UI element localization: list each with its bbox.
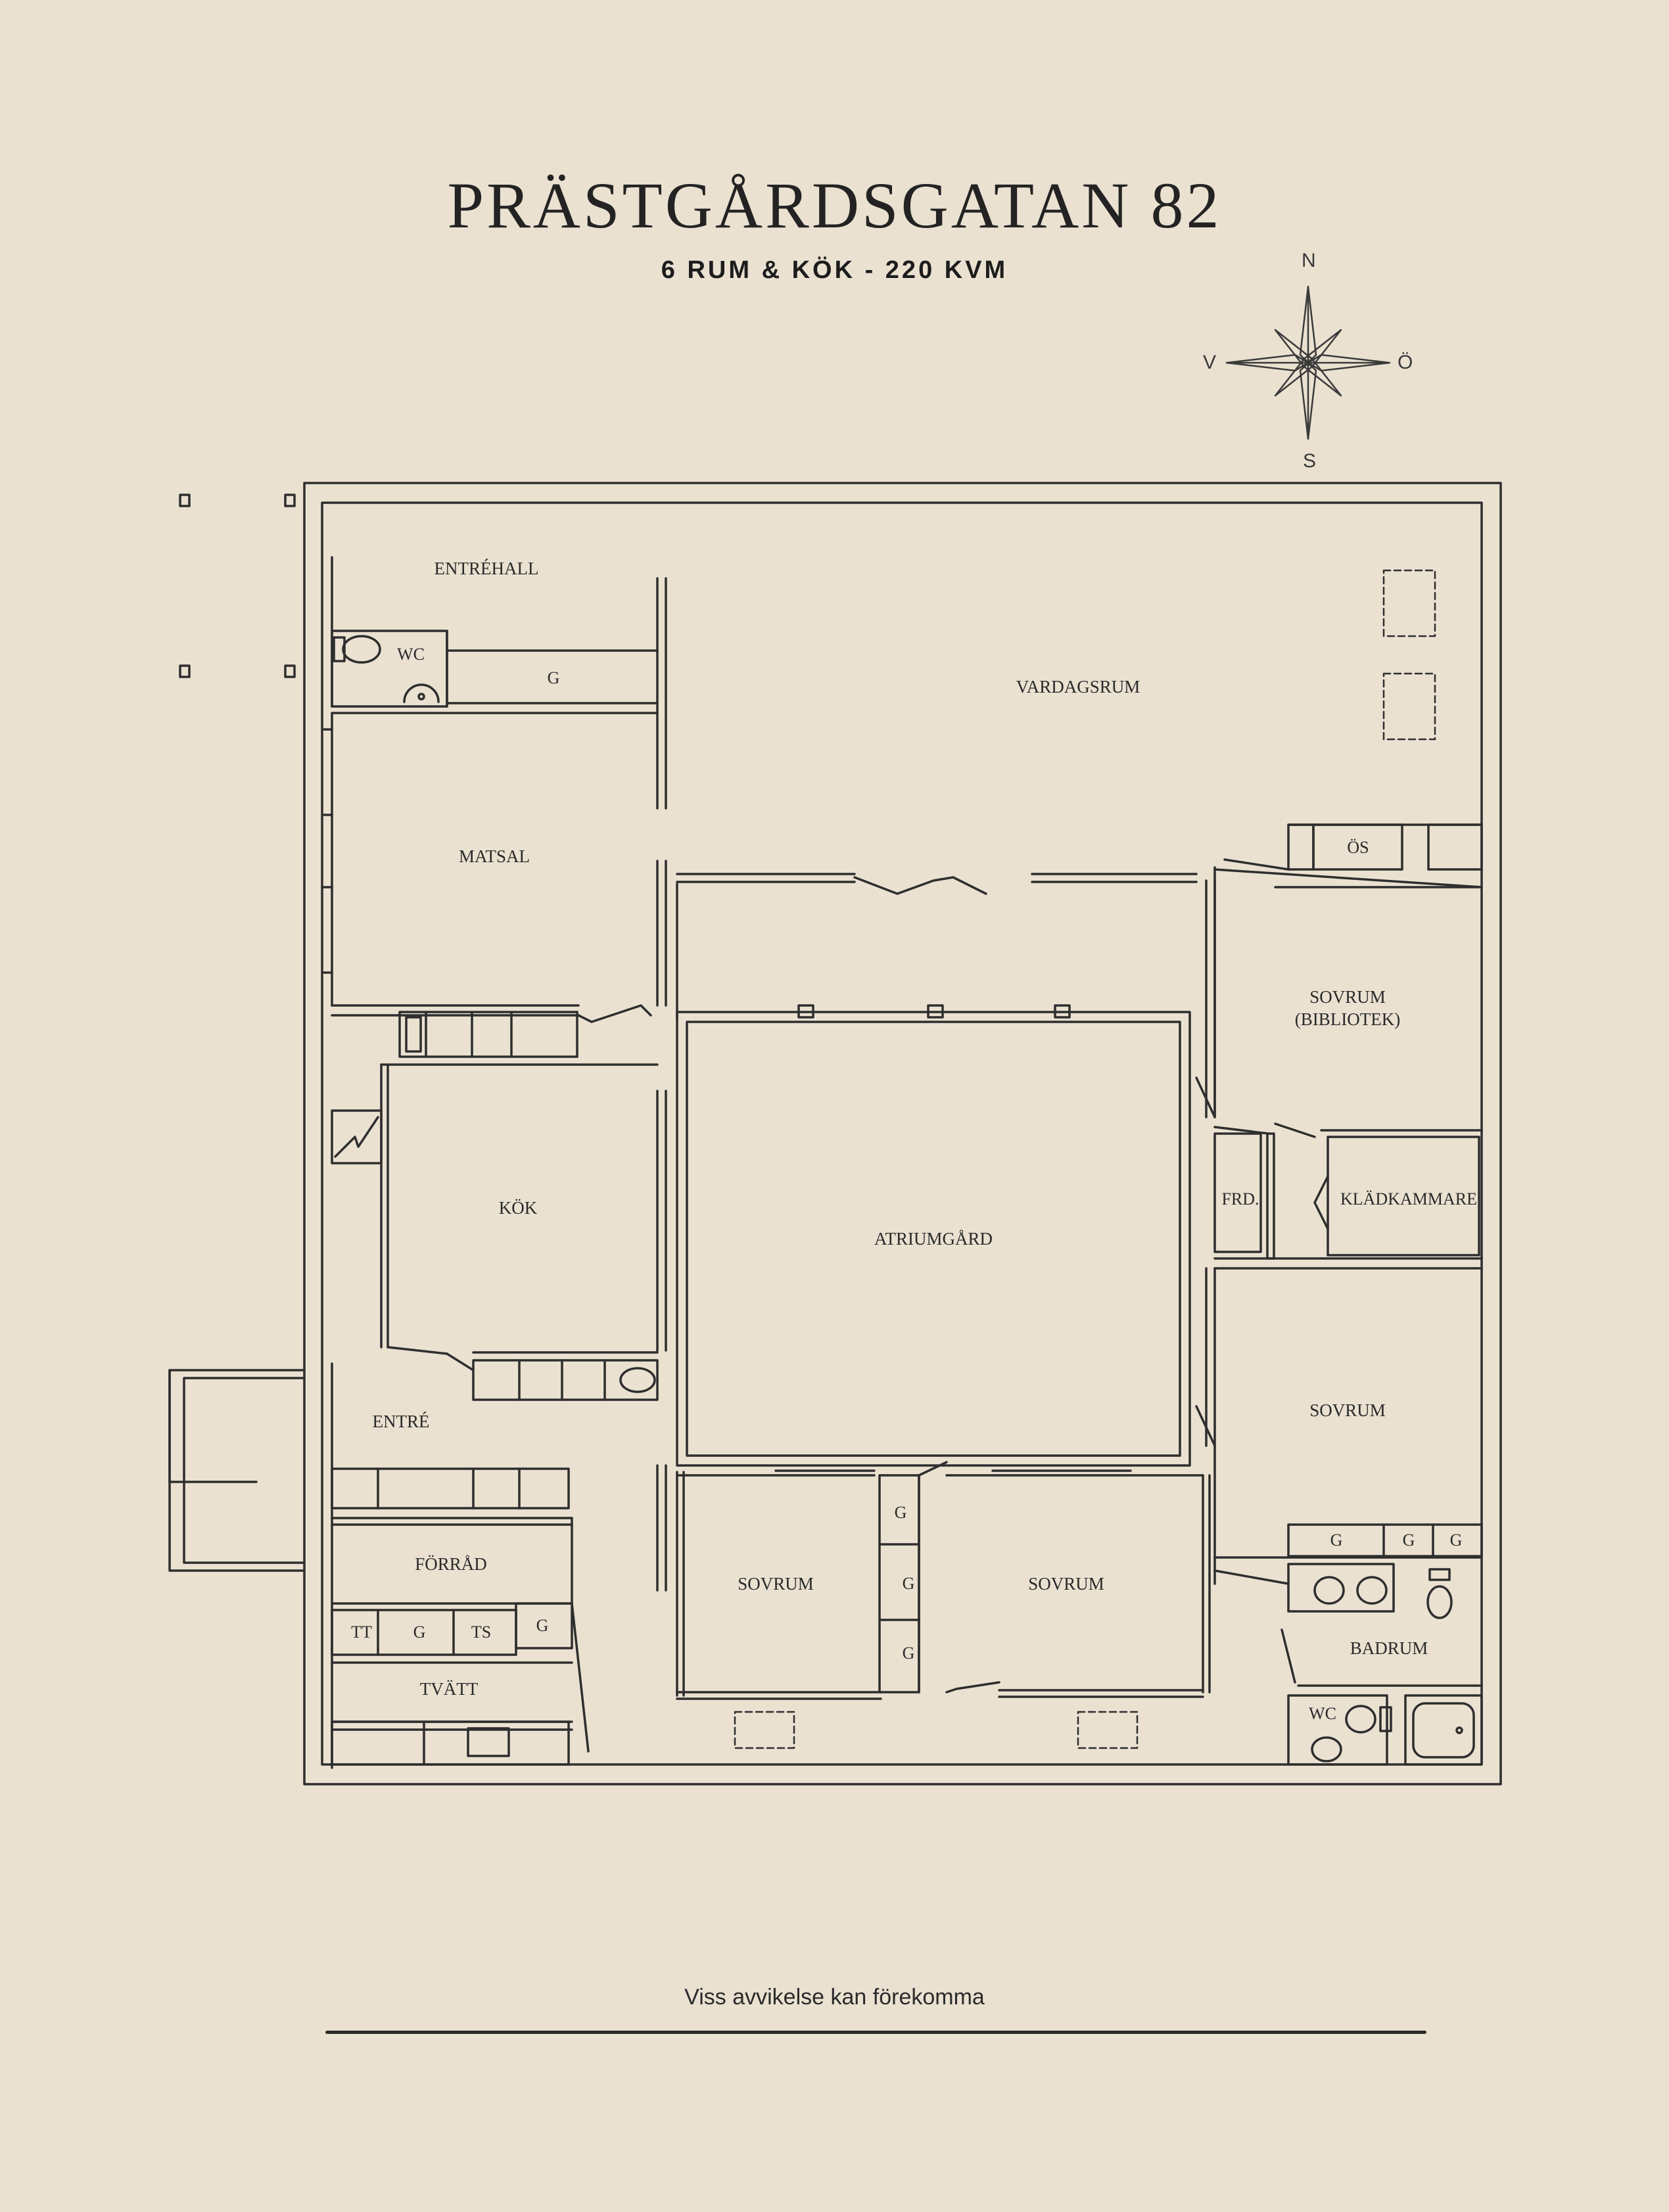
room-label-g-mid-3: G [902, 1644, 915, 1663]
room-label-sovrum-east: SOVRUM [1309, 1400, 1386, 1420]
room-label-entre: ENTRÉ [372, 1412, 430, 1431]
room-label-vardagsrum: VARDAGSRUM [1016, 677, 1140, 697]
room-label-g-top: G [547, 668, 560, 687]
compass-south-label: S [1303, 450, 1317, 472]
compass-north-label: N [1302, 250, 1316, 271]
room-label-sovrum-bibliotek: SOVRUM (BIBLIOTEK) [1295, 986, 1400, 1030]
room-label-g-bath-3: G [1449, 1531, 1463, 1550]
room-label-tt: TT [351, 1623, 372, 1642]
compass-east-label: Ö [1398, 352, 1413, 373]
compass-west-label: V [1203, 352, 1217, 373]
room-label-sovrum-bibliotek-line2: (BIBLIOTEK) [1294, 1009, 1401, 1029]
outer-wall-inner [321, 501, 1483, 1766]
room-label-g-laundry-2: G [536, 1616, 549, 1635]
room-label-sovrum-s: SOVRUM [1028, 1574, 1104, 1594]
page-subtitle: 6 RUM & KÖK - 220 KVM [661, 256, 1008, 284]
room-label-kladkammare: KLÄDKAMMARE [1340, 1189, 1477, 1209]
footer-divider [325, 2031, 1426, 2034]
room-label-wc-bottom: WC [1309, 1704, 1336, 1723]
room-label-frd: FRD. [1221, 1189, 1259, 1209]
room-label-g-bath-1: G [1330, 1531, 1343, 1550]
room-label-g-laundry-1: G [413, 1623, 426, 1642]
room-label-atriumgard: ATRIUMGÅRD [874, 1229, 993, 1249]
room-label-badrum: BADRUM [1350, 1638, 1428, 1658]
compass-rose-icon: N S V Ö [1203, 250, 1413, 480]
page-title: PRÄSTGÅRDSGATAN 82 [447, 169, 1222, 242]
room-label-g-mid-2: G [902, 1574, 915, 1593]
room-label-forrad: FÖRRÅD [415, 1554, 487, 1574]
room-label-g-mid-1: G [894, 1503, 907, 1522]
room-label-g-bath-2: G [1402, 1531, 1415, 1550]
room-label-wc-top: WC [397, 645, 425, 664]
room-label-tvatt: TVÄTT [419, 1679, 479, 1699]
room-label-entrehall: ENTRÉHALL [434, 559, 539, 578]
room-label-matsal: MATSAL [458, 846, 530, 866]
room-label-os: ÖS [1347, 838, 1369, 857]
outer-wall-outer [303, 482, 1502, 1786]
room-label-ts: TS [471, 1623, 492, 1642]
disclaimer-text: Viss avvikelse kan förekomma [684, 1985, 985, 2010]
room-label-sovrum-bibliotek-line1: SOVRUM [1309, 987, 1386, 1007]
room-label-kok: KÖK [498, 1198, 538, 1218]
room-label-sovrum-sw: SOVRUM [738, 1574, 814, 1594]
